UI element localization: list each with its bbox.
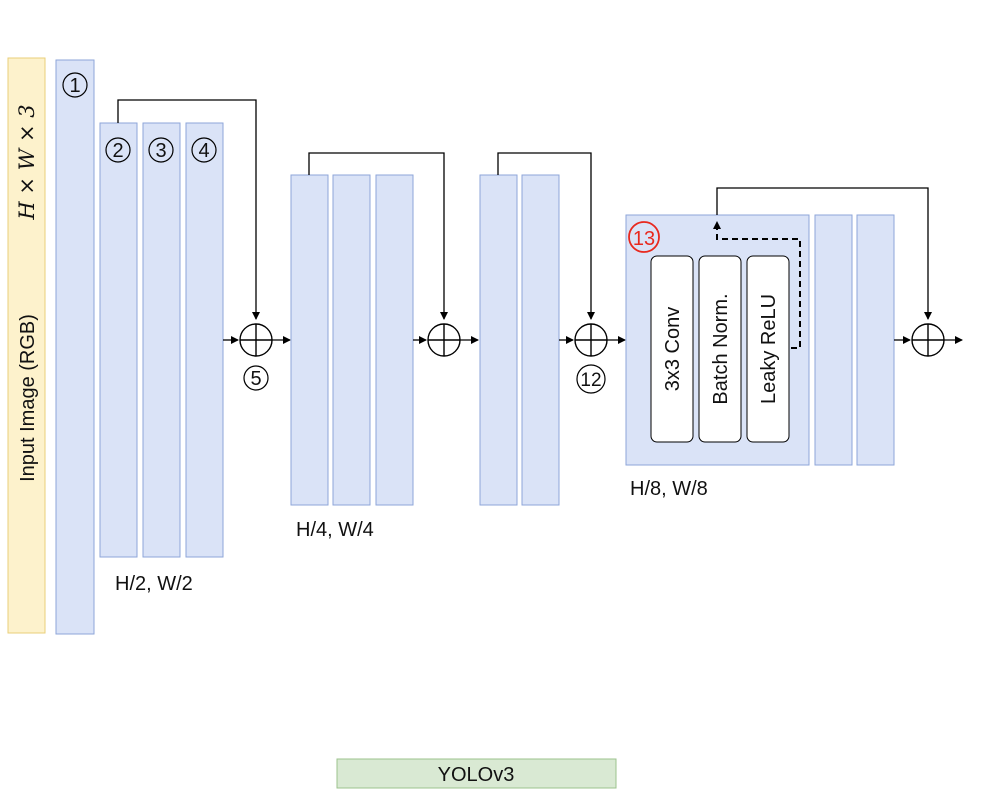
batchnorm-op-box <box>698 255 742 443</box>
marker-13: 13 <box>633 228 655 250</box>
marker-1-digit: 1 <box>69 75 80 97</box>
caption-box <box>336 758 617 789</box>
layer-block-9 <box>479 174 518 506</box>
marker-12-ring <box>576 364 606 394</box>
scale-label-eighth: H/8, W/8 <box>630 478 708 500</box>
leaky-relu-op-label: Leaky ReLU <box>758 294 780 404</box>
caption-label: YOLOv3 <box>438 764 515 786</box>
layer-block-6 <box>290 174 329 506</box>
layer-block-15 <box>856 214 895 466</box>
inner-loop-dashed <box>713 221 801 349</box>
input-image-label: Input Image (RGB) <box>17 314 39 482</box>
marker-2-ring <box>105 137 131 163</box>
marker-2-digit: 2 <box>112 140 123 162</box>
layer-block-2 <box>99 122 138 558</box>
marker-12-digit: 12 <box>580 370 601 391</box>
layer-block-10 <box>521 174 560 506</box>
skip-connection-2 <box>308 152 448 320</box>
layer-block-4 <box>185 122 224 558</box>
add-node-2 <box>427 323 461 357</box>
marker-3-digit: 3 <box>155 140 166 162</box>
batchnorm-op-label: Batch Norm. <box>710 293 732 404</box>
skip-connection-3 <box>497 152 595 320</box>
conv-op-label: 3x3 Conv <box>662 307 684 392</box>
add-node-4 <box>911 323 945 357</box>
marker-4-digit: 4 <box>198 140 209 162</box>
add-node-3 <box>574 323 608 357</box>
skip-connection-4 <box>716 187 932 320</box>
input-dims-label: H × W × 3 <box>15 104 39 220</box>
marker-13-ring <box>628 221 660 253</box>
marker-1-ring <box>62 72 88 98</box>
marker-4-ring <box>191 137 217 163</box>
add-node-1 <box>239 323 273 357</box>
input-image-panel <box>7 57 46 634</box>
marker-5-digit: 5 <box>250 368 261 390</box>
marker-3-ring <box>148 137 174 163</box>
leaky-relu-op-box <box>746 255 790 443</box>
marker-5-ring <box>243 365 269 391</box>
layer-block-8 <box>375 174 414 506</box>
conv-op-box <box>650 255 694 443</box>
layer-block-14 <box>814 214 853 466</box>
layer-block-7 <box>332 174 371 506</box>
skip-connection-1 <box>117 99 260 320</box>
layer-block-1 <box>55 59 95 635</box>
layer-block-3 <box>142 122 181 558</box>
scale-label-quarter: H/4, W/4 <box>296 519 374 541</box>
scale-label-half: H/2, W/2 <box>115 573 193 595</box>
